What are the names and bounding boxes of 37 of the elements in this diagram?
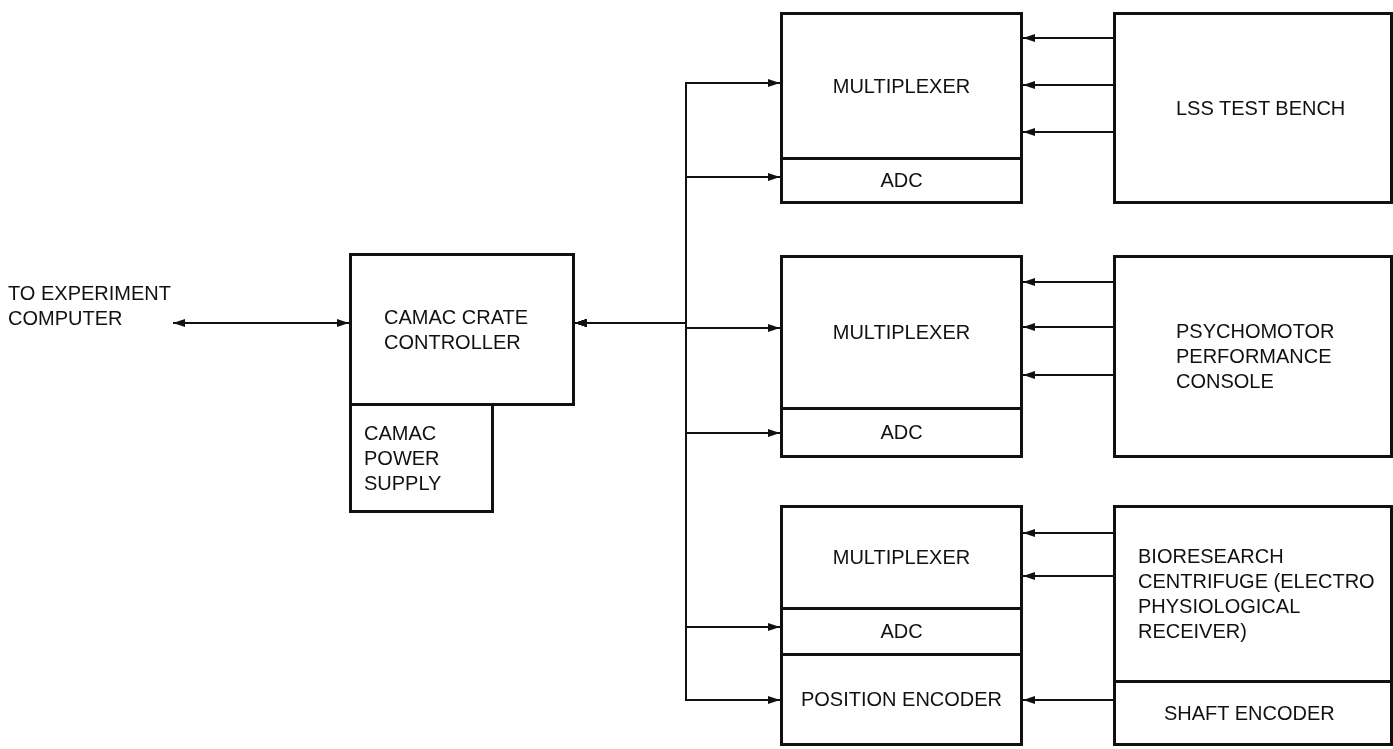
arrow [1022, 128, 1114, 136]
block-box [780, 407, 1023, 458]
block-box [1113, 505, 1393, 683]
block-label: LSS TEST BENCH [1176, 95, 1347, 121]
block-label: ADC [879, 420, 924, 445]
arrow [1022, 572, 1114, 580]
block-box [780, 505, 1023, 610]
block-box [349, 253, 575, 406]
block-label: PSYCHOMOTOR PERFORMANCE CONSOLE [1176, 319, 1336, 394]
block-box [1113, 255, 1393, 458]
block-label: TO EXPERIMENT COMPUTER [8, 281, 172, 331]
block-label: BIORESEARCH CENTRIFUGE (ELECTRO PHYSIOLOGICAL RECEIVER) [1138, 544, 1376, 644]
block-box [780, 157, 1023, 204]
block-label: CAMAC POWER SUPPLY [364, 420, 443, 496]
block-label: SHAFT ENCODER [1164, 700, 1336, 726]
block-label: ADC [879, 168, 924, 193]
block-box [349, 403, 494, 513]
block-label: MULTIPLEXER [831, 73, 972, 99]
arrow [1022, 34, 1114, 42]
block-label: MULTIPLEXER [831, 545, 972, 570]
arrow [1022, 696, 1114, 704]
block-box [780, 607, 1023, 656]
block-label: POSITION ENCODER [799, 687, 1004, 712]
block-label: MULTIPLEXER [831, 320, 972, 345]
block-label: ADC [879, 619, 924, 644]
block-box [780, 12, 1023, 160]
arrow [1022, 371, 1114, 379]
arrow [172, 319, 350, 327]
block-box [1113, 12, 1393, 204]
block-label: CAMAC CRATE CONTROLLER [384, 304, 530, 355]
arrow [1022, 529, 1114, 537]
arrow [1022, 81, 1114, 89]
block-box [780, 255, 1023, 410]
arrow [1022, 323, 1114, 331]
block-box [780, 653, 1023, 746]
block-box [1113, 680, 1393, 746]
arrow [1022, 278, 1114, 286]
